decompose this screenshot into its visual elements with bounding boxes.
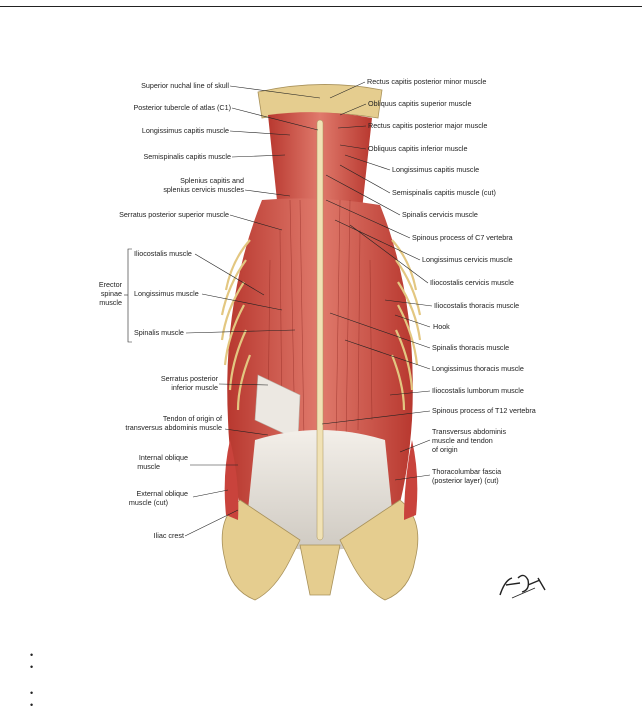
label-rectus-major: Rectus capitis posterior major muscle bbox=[368, 121, 487, 130]
label-longissimus-capitis-left: Longissimus capitis muscle bbox=[142, 126, 229, 135]
ribs-left bbox=[220, 239, 252, 411]
label-obliquus-superior: Obliquus capitis superior muscle bbox=[368, 99, 471, 108]
label-splenius-line2: splenius cervicis muscles bbox=[163, 185, 244, 194]
label-iliocostalis-thoracis: Iliocostalis thoracis muscle bbox=[434, 301, 519, 310]
label-superior-nuchal-line: Superior nuchal line of skull bbox=[141, 81, 229, 90]
label-spinous-c7: Spinous process of C7 vertebra bbox=[412, 233, 513, 242]
bullet-marker: • bbox=[30, 700, 34, 710]
label-posterior-tubercle-atlas: Posterior tubercle of atlas (C1) bbox=[134, 103, 231, 112]
label-erector-line3: muscle bbox=[99, 298, 122, 307]
label-obliquus-inferior: Obliquus capitis inferior muscle bbox=[368, 144, 467, 153]
label-semispinalis-capitis-left: Semispinalis capitis muscle bbox=[144, 152, 231, 161]
label-internal-oblique-line1: Internal oblique bbox=[139, 453, 188, 462]
label-iliocostalis-cervicis: Iliocostalis cervicis muscle bbox=[430, 278, 514, 287]
netter-signature bbox=[499, 574, 546, 599]
label-hook: Hook bbox=[433, 322, 450, 331]
bullet-marker: • bbox=[30, 688, 34, 698]
label-erector-line2: spinae bbox=[101, 289, 122, 298]
label-internal-oblique-line2: muscle bbox=[137, 462, 160, 471]
leader-lines-left bbox=[124, 85, 321, 537]
label-spinous-t12: Spinous process of T12 vertebra bbox=[432, 406, 536, 415]
pelvis-left bbox=[221, 499, 301, 601]
ribs-right bbox=[390, 239, 422, 411]
label-thoracolumbar-line1: Thoracolumbar fascia bbox=[432, 467, 501, 476]
label-spinalis-cervicis: Spinalis cervicis muscle bbox=[402, 210, 478, 219]
spinous-processes bbox=[316, 119, 324, 541]
label-longissimus: Longissimus muscle bbox=[134, 289, 199, 298]
pelvis-right bbox=[339, 499, 419, 601]
label-transversus-line2: muscle and tendon bbox=[432, 436, 493, 445]
sacrum bbox=[299, 544, 341, 596]
label-thoracolumbar-line2: (posterior layer) (cut) bbox=[432, 476, 499, 485]
label-rectus-minor: Rectus capitis posterior minor muscle bbox=[367, 77, 486, 86]
label-transversus-line3: of origin bbox=[432, 445, 458, 454]
leader-lines-right bbox=[321, 81, 433, 481]
label-longissimus-thoracis: Longissimus thoracis muscle bbox=[432, 364, 524, 373]
label-iliocostalis: Iliocostalis muscle bbox=[134, 249, 192, 258]
label-transversus-line1: Transversus abdominis bbox=[432, 427, 506, 436]
oblique-right bbox=[404, 440, 418, 520]
label-external-oblique-line1: External oblique bbox=[136, 489, 188, 498]
label-erector-line1: Erector bbox=[99, 280, 123, 289]
label-spinalis: Spinalis muscle bbox=[134, 328, 184, 337]
label-splenius-line1: Splenius capitis and bbox=[180, 176, 244, 185]
oblique-left bbox=[224, 440, 239, 520]
label-serratus-posterior-superior: Serratus posterior superior muscle bbox=[119, 210, 229, 219]
label-spinalis-thoracis: Spinalis thoracis muscle bbox=[432, 343, 509, 352]
label-serratus-inferior-line1: Serratus posterior bbox=[161, 374, 219, 383]
label-longissimus-capitis-right: Longissimus capitis muscle bbox=[392, 165, 479, 174]
label-tendon-origin-line1: Tendon of origin of bbox=[163, 414, 222, 423]
label-longissimus-cervicis: Longissimus cervicis muscle bbox=[422, 255, 513, 264]
label-iliac-crest: Iliac crest bbox=[154, 531, 184, 540]
label-serratus-inferior-line2: inferior muscle bbox=[171, 383, 218, 392]
bullet-marker: • bbox=[30, 662, 34, 672]
label-semispinalis-capitis-cut: Semispinalis capitis muscle (cut) bbox=[392, 188, 496, 197]
label-iliocostalis-lumborum: Iliocostalis lumborum muscle bbox=[432, 386, 524, 395]
label-external-oblique-line2: muscle (cut) bbox=[129, 498, 168, 507]
top-rule bbox=[0, 6, 642, 7]
bullet-marker: • bbox=[30, 650, 34, 660]
label-tendon-origin-line2: transversus abdominis muscle bbox=[125, 423, 222, 432]
